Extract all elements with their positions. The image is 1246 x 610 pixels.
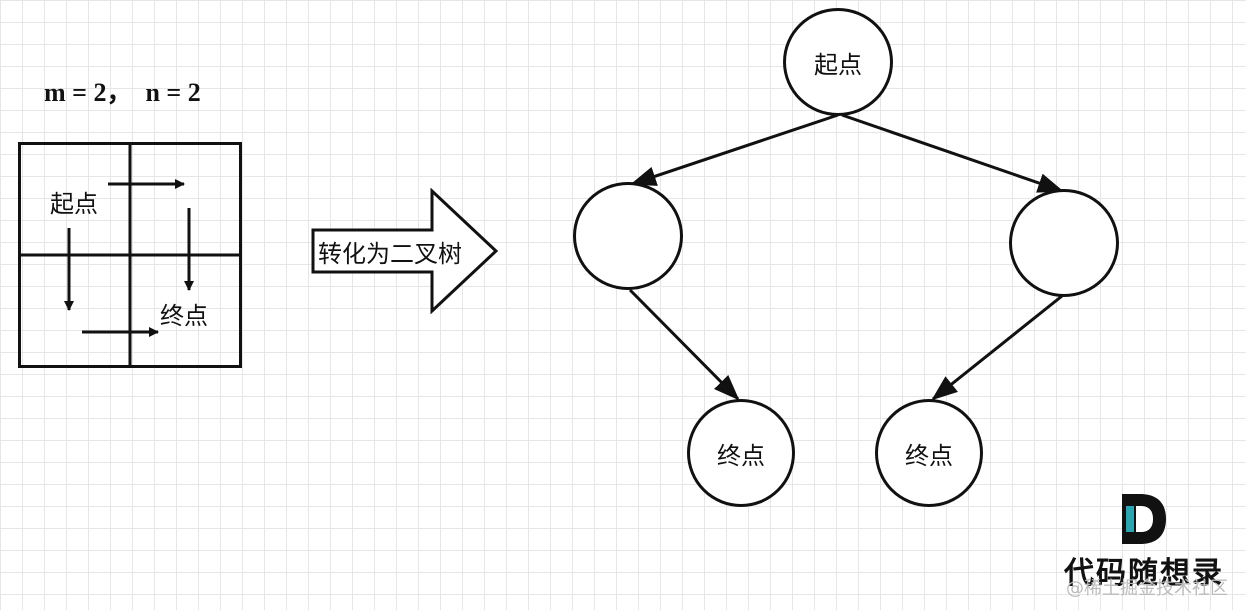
tree-node-right bbox=[1009, 189, 1119, 297]
edge-root-right bbox=[841, 113, 1064, 193]
grid-start-label: 起点 bbox=[50, 190, 98, 218]
grid-size-label: m = 2， n = 2 bbox=[44, 78, 201, 107]
tree-node-left bbox=[573, 182, 683, 290]
tree-leaf-right: 终点 bbox=[875, 399, 983, 507]
logo-text: 代码随想录 bbox=[1064, 556, 1224, 591]
tree-node-root-label: 起点 bbox=[814, 50, 862, 79]
edge-root-left bbox=[630, 113, 839, 186]
edge-left-leaf bbox=[628, 288, 740, 401]
transform-label: 转化为二叉树 bbox=[318, 240, 462, 268]
tree-node-root: 起点 bbox=[783, 8, 893, 116]
logo-d-icon bbox=[1122, 494, 1166, 544]
tree-leaf-right-label: 终点 bbox=[905, 441, 953, 470]
grid-2x2 bbox=[18, 142, 242, 368]
tree-leaf-left-label: 终点 bbox=[717, 441, 765, 470]
tree-leaf-left: 终点 bbox=[687, 399, 795, 507]
grid-end-label: 终点 bbox=[160, 302, 208, 330]
edge-right-leaf bbox=[931, 294, 1063, 401]
watermark-text: @稀土掘金技术社区 bbox=[1066, 578, 1228, 599]
transform-arrow-icon bbox=[311, 188, 499, 314]
